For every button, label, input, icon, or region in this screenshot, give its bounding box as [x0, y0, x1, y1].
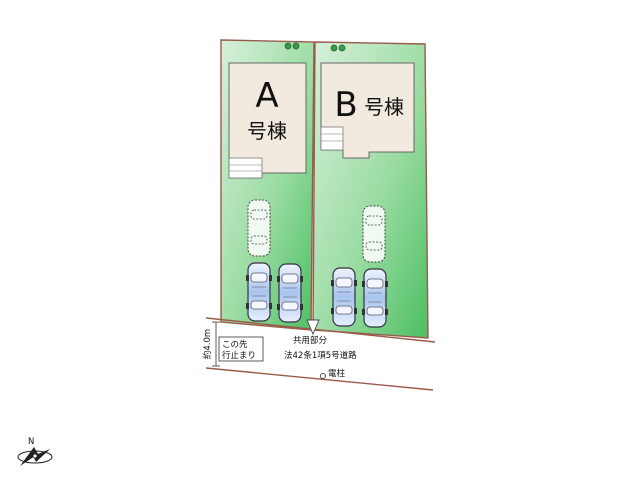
tree-icon	[330, 44, 346, 52]
tree-icon	[284, 42, 300, 50]
road-width-label: 約4.0m	[202, 329, 213, 359]
parking-car	[245, 262, 273, 322]
optional-parking-car	[362, 205, 386, 263]
building-b-letter: B	[334, 85, 357, 125]
utility-pole	[319, 372, 326, 379]
parking-car	[330, 267, 358, 327]
parking-car	[361, 268, 389, 328]
utility-pole-label: 電柱	[328, 368, 346, 379]
compass-icon: N	[17, 437, 53, 466]
dead-end-line1: この先	[222, 339, 248, 350]
compass-north-label: N	[28, 437, 34, 447]
optional-parking-car	[247, 199, 271, 257]
building-a-letter: A	[255, 76, 278, 116]
road-width-dimension: 約4.0m	[202, 321, 220, 367]
building-a: A 号棟	[228, 62, 307, 179]
dead-end-sign: この先 行止まり	[218, 336, 264, 362]
road-type-label: 法42条1項5号道路	[284, 350, 357, 361]
shared-area-label: 共用部分	[293, 335, 328, 346]
building-b-suffix: 号棟	[364, 95, 404, 119]
road	[205, 317, 436, 391]
dead-end-line2: 行止まり	[222, 350, 256, 361]
parking-car	[276, 263, 304, 323]
building-b: B 号棟	[320, 62, 415, 159]
boundary-marker	[306, 319, 320, 336]
building-a-suffix: 号棟	[247, 119, 287, 143]
